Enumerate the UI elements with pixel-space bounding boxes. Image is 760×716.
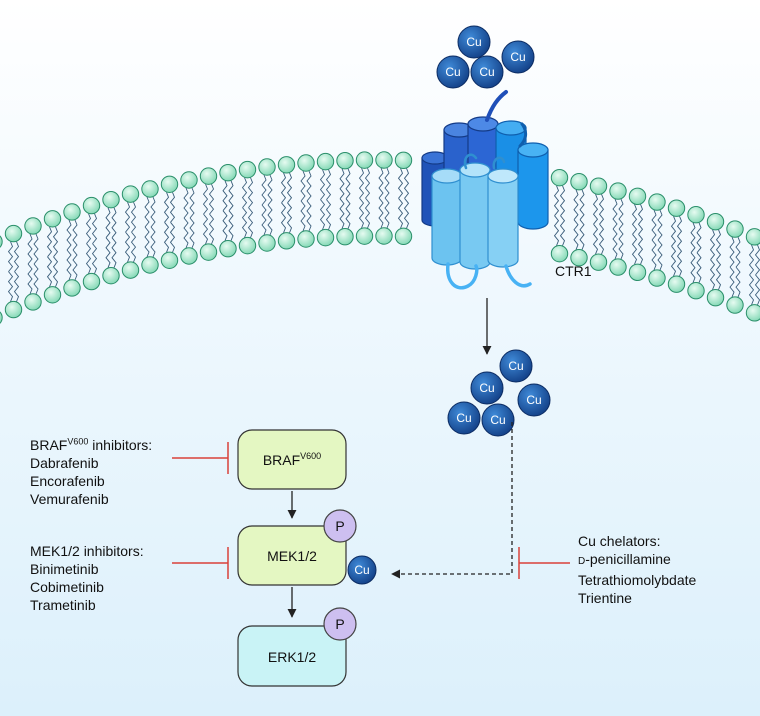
- erk-box: [237, 625, 347, 687]
- ctr1-intracellular-loop-2: [504, 264, 532, 288]
- svg-text:Cu: Cu: [456, 411, 471, 425]
- braf-inhibitors-block: BRAFV600 inhibitors: Dabrafenib Encorafe…: [30, 436, 152, 508]
- erk-phospho-circle: [323, 607, 357, 641]
- mek-phospho-circle: [323, 509, 357, 543]
- extracellular-cu-ion: Cu: [501, 40, 535, 74]
- cu-chelator-drug: D-penicillamine: [578, 551, 671, 567]
- mek-inhibitors-title: MEK1/2 inhibitors:: [30, 543, 144, 559]
- mek-box: [237, 525, 347, 586]
- cu-chelators-title: Cu chelators:: [578, 533, 661, 549]
- svg-text:Cu: Cu: [466, 35, 481, 49]
- chelator-inhibition-bar: [518, 547, 570, 579]
- ctr1-label: CTR1: [555, 263, 592, 279]
- ctr1-n-terminus: [485, 90, 508, 122]
- intracellular-cu-ion: Cu: [470, 371, 504, 405]
- copper-to-mek-dashed-arrow: [391, 422, 513, 579]
- svg-text:Cu: Cu: [479, 381, 494, 395]
- mek-inhibitors-block: MEK1/2 inhibitors: Binimetinib Cobimetin…: [30, 542, 144, 614]
- mek-inhibitor-drug: Cobimetinib: [30, 579, 104, 595]
- intracellular-cu-ion: Cu: [517, 383, 551, 417]
- svg-text:Cu: Cu: [479, 65, 494, 79]
- mek-inhibition-bar: [172, 547, 229, 579]
- svg-text:Cu: Cu: [445, 65, 460, 79]
- braf-inhibition-bar: [172, 442, 229, 474]
- mek-node: MEK1/2 P Cu: [237, 509, 377, 586]
- svg-text:Cu: Cu: [508, 359, 523, 373]
- cu-chelators-block: Cu chelators: D-penicillamine Tetrathiom…: [578, 532, 696, 607]
- ctr1-loop: [518, 122, 528, 148]
- lipid-bilayer-membrane: [0, 151, 760, 324]
- svg-text:Cu: Cu: [490, 413, 505, 427]
- intracellular-cu-ion: Cu: [447, 401, 481, 435]
- mek-inhibitor-drug: Binimetinib: [30, 561, 99, 577]
- braf-node: BRAFV600: [237, 429, 347, 490]
- braf-box: [237, 429, 347, 490]
- extracellular-cu-ion: Cu: [470, 55, 504, 89]
- mek-bound-cu-ion: [347, 555, 377, 585]
- braf-inhibitor-drug: Vemurafenib: [30, 491, 109, 507]
- cu-chelator-drug: Tetrathiomolybdate: [578, 572, 697, 588]
- mek-bound-cu-label: Cu: [354, 563, 369, 577]
- mek-phospho-label: P: [335, 518, 344, 534]
- braf-inhibitors-title: BRAFV600 inhibitors:: [30, 436, 153, 453]
- erk-label: ERK1/2: [268, 649, 316, 665]
- braf-inhibitor-drug: Dabrafenib: [30, 455, 99, 471]
- ctr1-transporter: [421, 90, 549, 290]
- svg-text:Cu: Cu: [526, 393, 541, 407]
- braf-inhibitor-drug: Encorafenib: [30, 473, 105, 489]
- svg-text:Cu: Cu: [510, 50, 525, 64]
- erk-phospho-label: P: [335, 616, 344, 632]
- intracellular-cu-ion: Cu: [499, 349, 533, 383]
- lipid-tails: [7, 167, 760, 306]
- lipid-heads: [0, 151, 760, 324]
- intracellular-cu-ion: Cu: [481, 403, 515, 437]
- ctr1-front-helices: [431, 153, 519, 270]
- mek-inhibitor-drug: Trametinib: [30, 597, 96, 613]
- extracellular-cu-ion: Cu: [457, 25, 491, 59]
- cu-chelator-drug: Trientine: [578, 590, 632, 606]
- braf-label: BRAFV600: [263, 451, 321, 468]
- erk-node: ERK1/2 P: [237, 607, 357, 687]
- mek-label: MEK1/2: [267, 548, 317, 564]
- ctr1-intracellular-loop-1: [446, 262, 479, 290]
- extracellular-cu-ion: Cu: [436, 55, 470, 89]
